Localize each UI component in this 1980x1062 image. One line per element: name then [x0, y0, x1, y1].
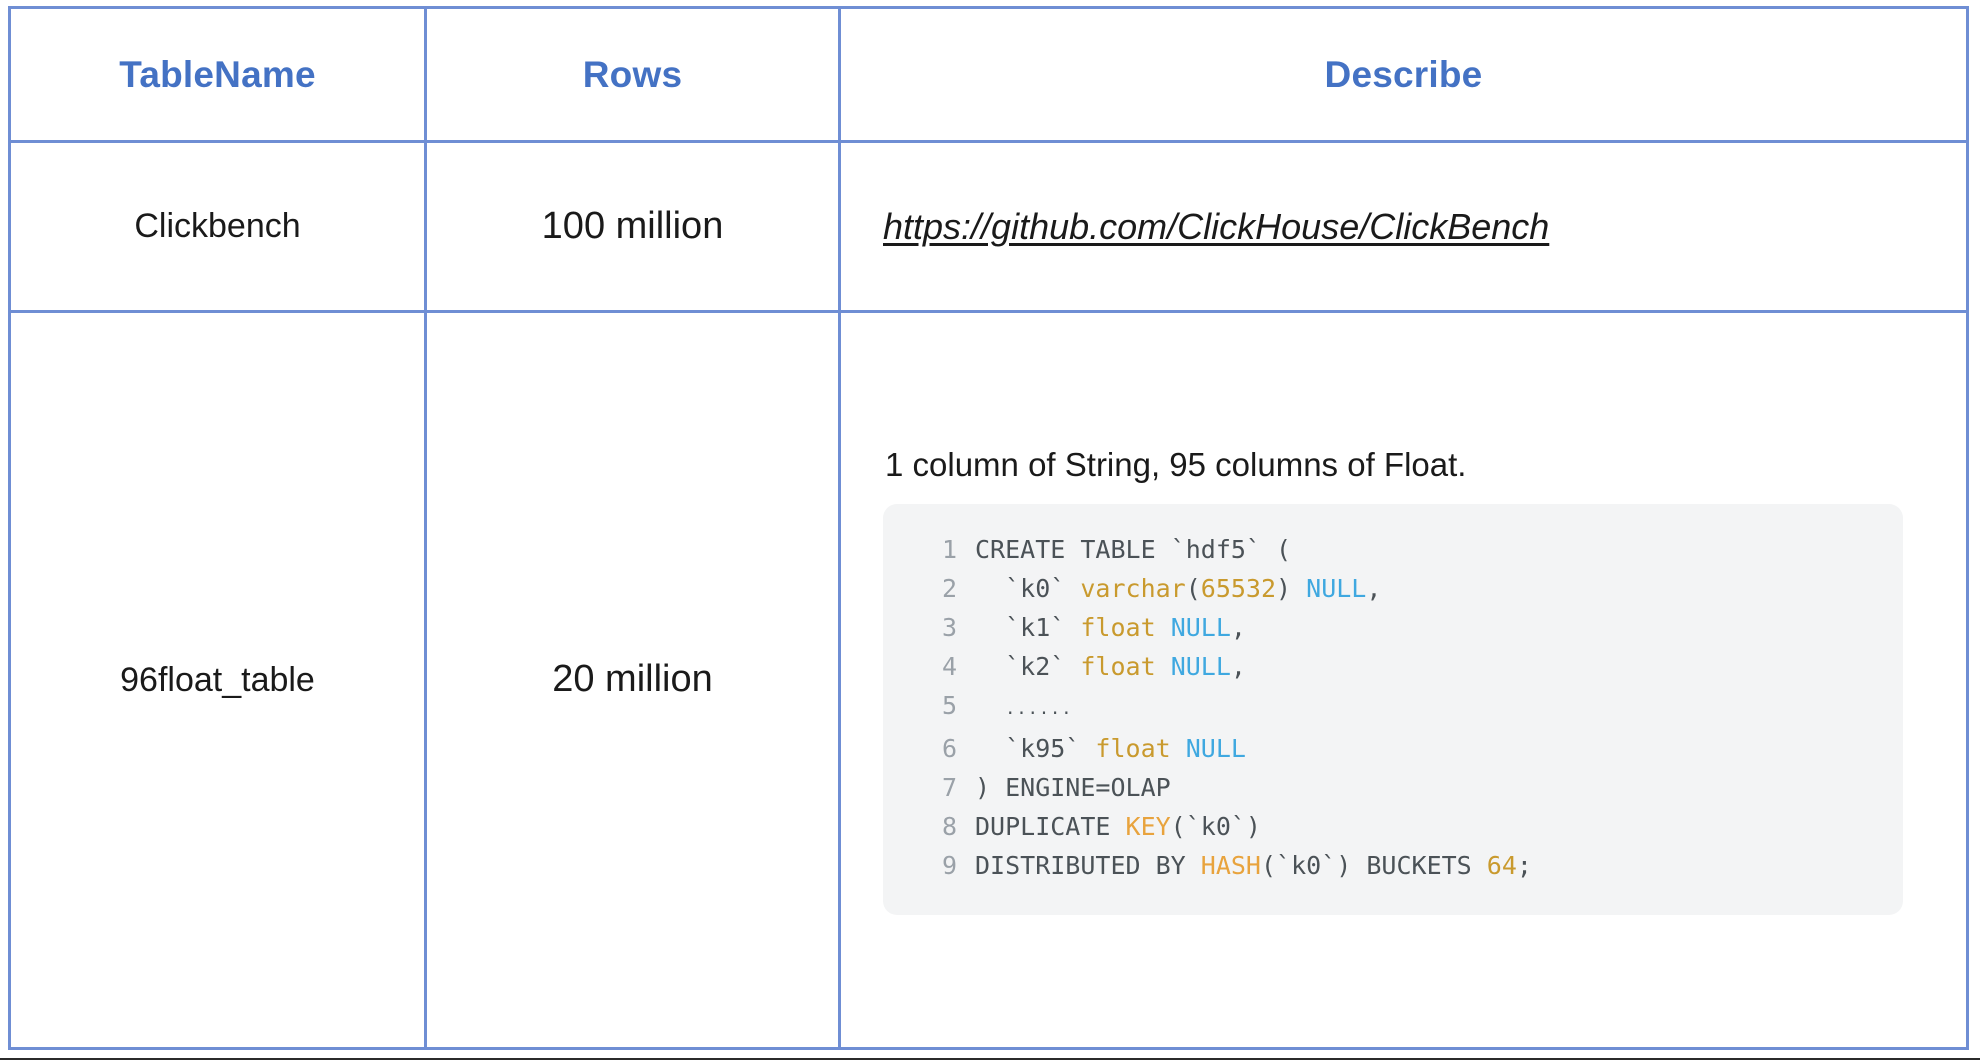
benchmark-table: TableName Rows Describe Clickbench 100 m… [8, 6, 1969, 1050]
code-token-type: float [1080, 612, 1156, 642]
code-line: 6 `k95` float NULL [913, 729, 1873, 768]
code-token-plain: ( [1185, 573, 1201, 603]
code-line-number: 6 [941, 733, 957, 763]
code-token-plain: (`k0`) BUCKETS [1261, 850, 1487, 880]
describe-content: 1 column of String, 95 columns of Float.… [867, 446, 1944, 915]
code-token-plain [1171, 734, 1186, 763]
tablename-value: Clickbench [134, 207, 301, 246]
column-header-describe-label: Describe [1324, 53, 1483, 95]
column-header-describe: Describe [838, 6, 1969, 143]
code-line: 2 `k0` varchar(65532) NULL, [913, 569, 1873, 608]
tablename-value: 96float_table [120, 660, 315, 699]
code-token-kw: KEY [1125, 811, 1171, 841]
code-line: 7 ) ENGINE=OLAP [913, 768, 1873, 807]
code-line: 8 DUPLICATE KEY(`k0`) [913, 807, 1873, 846]
code-line: 1 CREATE TABLE `hdf5` ( [913, 530, 1873, 569]
code-token-plain: ) ENGINE=OLAP [975, 772, 1171, 802]
code-token-plain: , [1230, 651, 1246, 681]
code-token-plain: ; [1516, 850, 1532, 880]
code-line-number: 5 [941, 690, 957, 720]
code-token-num: 64 [1486, 850, 1517, 880]
cell-describe-96float: 1 column of String, 95 columns of Float.… [838, 310, 1969, 1050]
code-token-null: NULL [1185, 733, 1246, 763]
code-line: 5 ...... [913, 686, 1873, 729]
code-line-number: 9 [941, 850, 957, 880]
code-token-plain: DUPLICATE [975, 811, 1126, 841]
column-header-rows: Rows [424, 6, 841, 143]
code-token-type: float [1095, 733, 1171, 763]
code-line-number: 7 [941, 772, 957, 802]
code-token-null: NULL [1170, 651, 1231, 681]
code-token-plain: `k95` [975, 733, 1096, 763]
code-token-plain: `k0` [975, 573, 1081, 603]
code-token-plain [1156, 652, 1171, 681]
code-line-number: 1 [941, 534, 957, 564]
cell-describe-clickbench: https://github.com/ClickHouse/ClickBench [838, 140, 1969, 313]
describe-content: https://github.com/ClickHouse/ClickBench [867, 206, 1944, 248]
code-token-plain [975, 691, 1005, 720]
code-token-null: NULL [1170, 612, 1231, 642]
rows-value: 100 million [541, 204, 724, 247]
code-token-plain: (`k0`) [1170, 811, 1261, 841]
column-header-rows-label: Rows [582, 53, 683, 95]
code-token-kw: HASH [1200, 850, 1261, 880]
code-token-plain: , [1230, 612, 1246, 642]
code-token-plain: DISTRIBUTED BY [975, 850, 1201, 880]
code-token-dots: ...... [1005, 698, 1073, 719]
code-token-null: NULL [1306, 573, 1367, 603]
column-header-tablename-label: TableName [119, 53, 316, 95]
code-line-number: 4 [941, 651, 957, 681]
code-line-number: 8 [941, 811, 957, 841]
column-header-tablename: TableName [8, 6, 427, 143]
code-token-plain [1156, 613, 1171, 642]
slide-bottom-edge [0, 1058, 1980, 1060]
table-row: Clickbench 100 million https://github.co… [8, 140, 1969, 313]
code-token-plain: `k1` [975, 612, 1081, 642]
code-line: 9 DISTRIBUTED BY HASH(`k0`) BUCKETS 64; [913, 846, 1873, 885]
cell-tablename-96float: 96float_table [8, 310, 427, 1050]
code-line: 4 `k2` float NULL, [913, 647, 1873, 686]
cell-tablename-clickbench: Clickbench [8, 140, 427, 313]
describe-note-text: 1 column of String, 95 columns of Float. [885, 445, 1467, 483]
code-line-number: 2 [941, 573, 957, 603]
rows-value: 20 million [552, 658, 713, 701]
code-token-plain: `k2` [975, 651, 1081, 681]
cell-rows-96float: 20 million [424, 310, 841, 1050]
code-token-plain: CREATE TABLE `hdf5` ( [975, 534, 1292, 564]
cell-rows-clickbench: 100 million [424, 140, 841, 313]
code-token-type: varchar [1080, 573, 1186, 603]
code-line-number: 3 [941, 612, 957, 642]
code-line: 3 `k1` float NULL, [913, 608, 1873, 647]
table-header-row: TableName Rows Describe [8, 6, 1969, 143]
code-token-plain: ) [1276, 573, 1307, 603]
code-token-plain: , [1366, 573, 1382, 603]
code-token-num: 65532 [1200, 573, 1277, 603]
code-token-type: float [1080, 651, 1156, 681]
clickbench-repo-link[interactable]: https://github.com/ClickHouse/ClickBench [883, 205, 1550, 247]
table-row: 96float_table 20 million 1 column of Str… [8, 310, 1969, 1050]
